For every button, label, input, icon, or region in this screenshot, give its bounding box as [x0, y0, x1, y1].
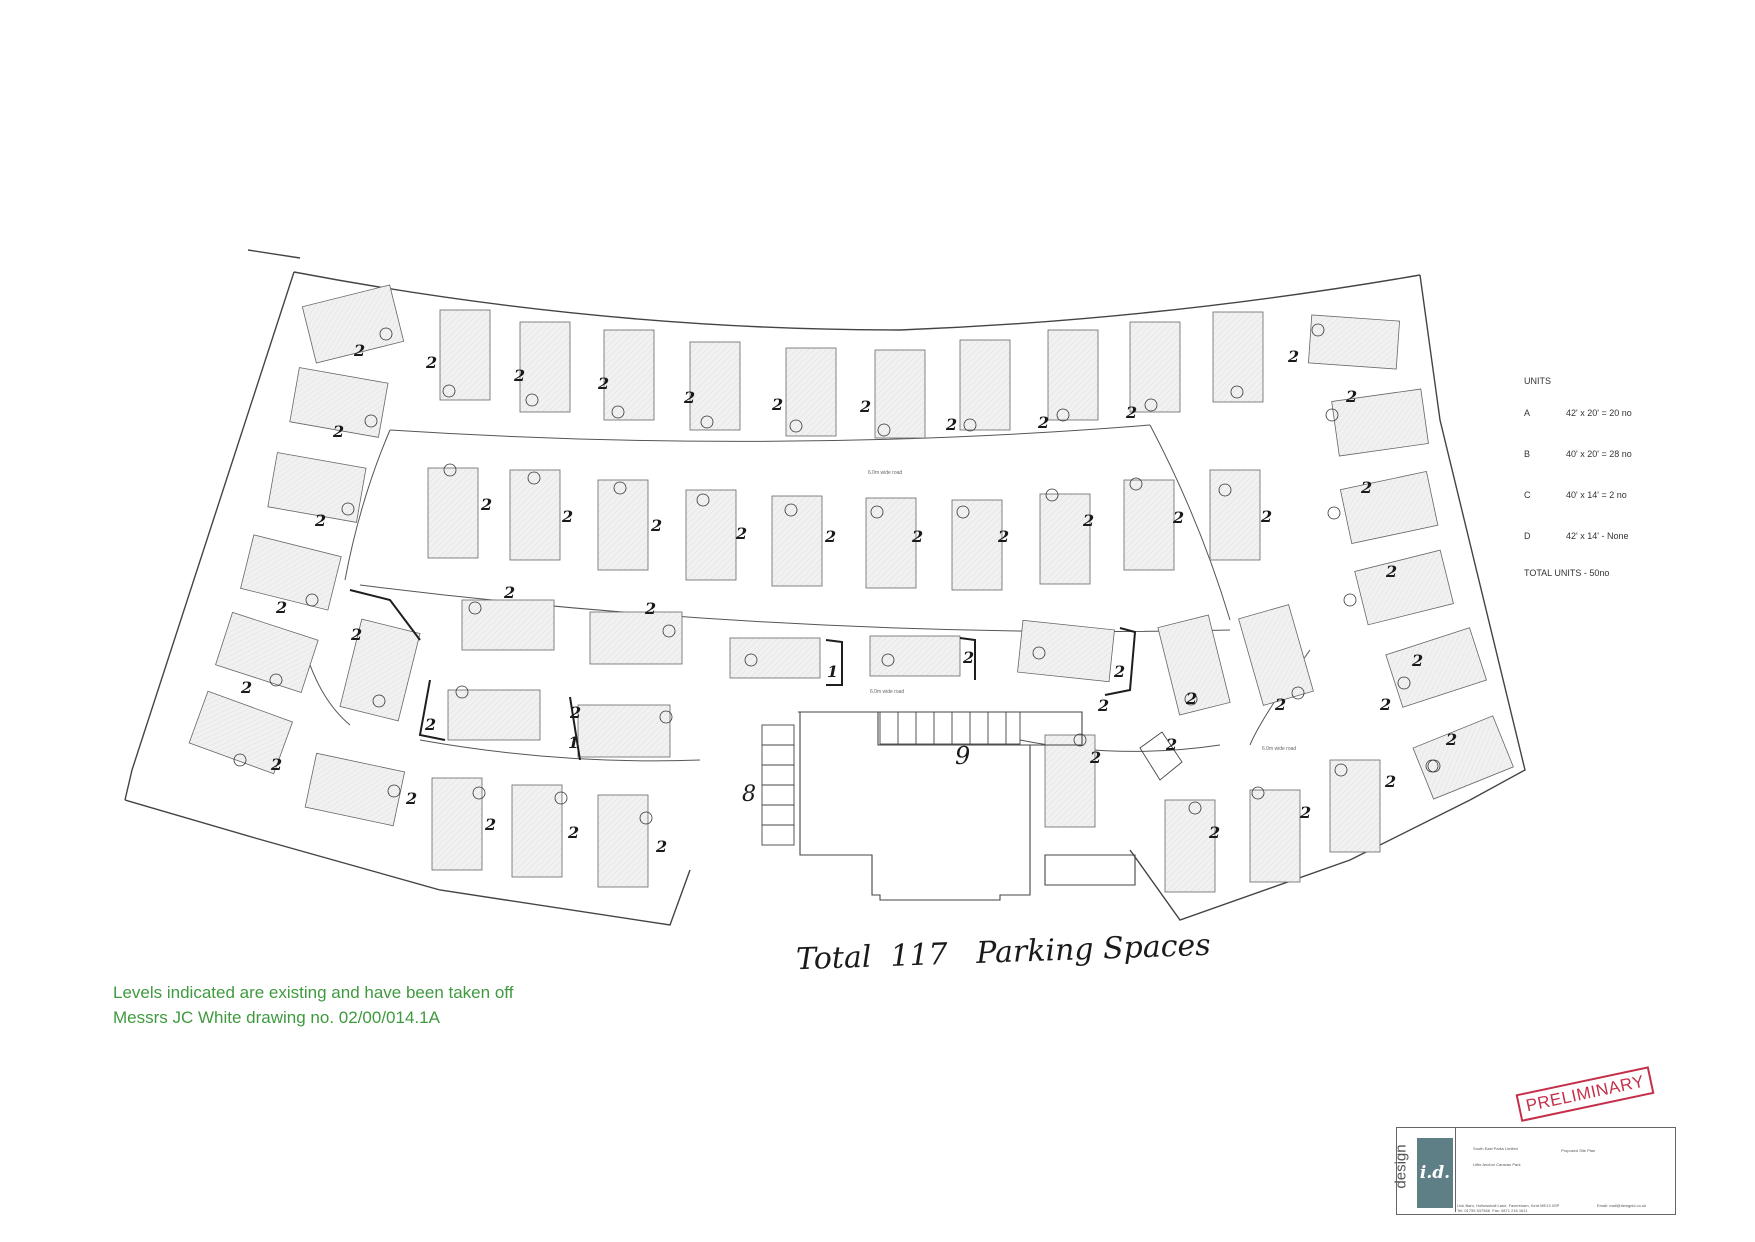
units-legend-total: TOTAL UNITS - 50no [1524, 568, 1610, 578]
units-legend-row: C 40' x 14' = 2 no [1524, 490, 1744, 531]
svg-text:2: 2 [1445, 730, 1457, 749]
unit-key: C [1524, 490, 1531, 500]
svg-text:2: 2 [997, 527, 1009, 546]
svg-text:2: 2 [480, 495, 492, 514]
svg-text:2: 2 [655, 837, 667, 856]
svg-text:2: 2 [1411, 651, 1423, 670]
svg-text:2: 2 [270, 755, 282, 774]
svg-text:1: 1 [568, 733, 579, 752]
levels-note-line1: Levels indicated are existing and have b… [113, 983, 514, 1002]
road-label-2: 6.0m wide road [870, 689, 904, 695]
svg-text:2: 2 [569, 703, 581, 722]
unit-key: A [1524, 408, 1531, 418]
drawing-title: Proposed Site Plan [1561, 1148, 1596, 1153]
svg-text:2: 2 [1165, 735, 1177, 754]
site-boundary [124, 249, 1526, 926]
handwritten-bay-9: 9 [955, 742, 971, 770]
svg-text:2: 2 [484, 815, 496, 834]
svg-text:2: 2 [771, 395, 783, 414]
svg-text:2: 2 [597, 374, 609, 393]
road-label: 6.0m wide road [868, 470, 902, 476]
svg-text:2: 2 [503, 583, 515, 602]
caravan-units [188, 284, 1514, 893]
svg-text:2: 2 [945, 415, 957, 434]
road-label-3: 6.0m wide road [1262, 746, 1296, 752]
client-name: South East Parks Limited [1473, 1146, 1518, 1151]
levels-note-line2: Messrs JC White drawing no. 02/00/014.1A [113, 1008, 440, 1027]
svg-text:2: 2 [1089, 748, 1101, 767]
svg-text:2: 2 [911, 527, 923, 546]
svg-text:2: 2 [1208, 823, 1220, 842]
address-line: Link Barn, Hollowshall Lane, Faversham, … [1457, 1203, 1560, 1208]
svg-text:2: 2 [350, 625, 362, 644]
svg-text:2: 2 [1185, 689, 1197, 708]
svg-text:2: 2 [824, 527, 836, 546]
svg-text:2: 2 [962, 648, 974, 667]
svg-text:2: 2 [332, 422, 344, 441]
logo-word: design [1392, 1144, 1410, 1189]
svg-text:2: 2 [644, 599, 656, 618]
unit-key: B [1524, 449, 1531, 459]
svg-text:2: 2 [353, 341, 365, 360]
title-block: design i.d. South East Parks Limited Lit… [1393, 1127, 1676, 1215]
svg-text:2: 2 [1125, 403, 1137, 422]
unit-value: 40' x 20' = 28 no [1566, 449, 1632, 459]
svg-text:2: 2 [859, 397, 871, 416]
handdrawn-parking-marks [349, 589, 1137, 761]
svg-text:2: 2 [240, 678, 252, 697]
unit-value: 42' x 20' = 20 no [1566, 408, 1632, 418]
svg-text:2: 2 [683, 388, 695, 407]
units-legend-row: B 40' x 20' = 28 no [1524, 449, 1744, 490]
svg-text:2: 2 [1299, 803, 1311, 822]
units-legend-row: D 42' x 14' - None [1524, 531, 1744, 572]
central-building [798, 711, 1136, 901]
svg-text:2: 2 [1172, 508, 1184, 527]
unit-key: D [1524, 531, 1531, 541]
svg-text:2: 2 [424, 715, 436, 734]
units-legend: UNITS A 42' x 20' = 20 no B 40' x 20' = … [1524, 376, 1744, 578]
svg-text:2: 2 [1385, 562, 1397, 581]
svg-text:1: 1 [827, 662, 838, 681]
svg-text:2: 2 [735, 524, 747, 543]
unit-value: 42' x 14' - None [1566, 531, 1629, 541]
svg-text:2: 2 [1097, 696, 1109, 715]
svg-text:2: 2 [1113, 662, 1125, 681]
svg-text:2: 2 [1260, 507, 1272, 526]
unit-value: 40' x 14' = 2 no [1566, 490, 1627, 500]
svg-text:2: 2 [1274, 695, 1286, 714]
svg-text:2: 2 [1287, 347, 1299, 366]
svg-text:2: 2 [1345, 387, 1357, 406]
svg-text:2: 2 [1360, 478, 1372, 497]
site-name: Little Anchor Caravan Park [1473, 1162, 1521, 1167]
svg-text:2: 2 [405, 789, 417, 808]
logo-mark: i.d. [1417, 1138, 1453, 1208]
svg-text:2: 2 [314, 511, 326, 530]
svg-text:2: 2 [1037, 413, 1049, 432]
svg-text:2: 2 [513, 366, 525, 385]
svg-text:2: 2 [1379, 695, 1391, 714]
svg-text:2: 2 [1082, 511, 1094, 530]
svg-text:2: 2 [1384, 772, 1396, 791]
unit-type-markers [233, 323, 1441, 825]
units-legend-row: A 42' x 20' = 20 no [1524, 408, 1744, 449]
handdrawn-space-counts: 2 2 2 2 2 2 2 2 2 2 2 2 2 2 2 2 2 2 2 2 2 2 2 2 2 2 2 2 2 2… [240, 341, 1457, 856]
handwritten-bay-8: 8 [742, 782, 756, 807]
svg-text:2: 2 [561, 507, 573, 526]
svg-text:2: 2 [650, 516, 662, 535]
units-legend-title: UNITS [1524, 376, 1551, 386]
design-id-logo: design i.d. [1393, 1128, 1456, 1212]
parking-bays [761, 711, 1183, 846]
tel-line: Tel: 01795 537566 Fax: 0871 216 1611 [1457, 1208, 1528, 1213]
levels-note: Levels indicated are existing and have b… [113, 980, 513, 1030]
svg-text:2: 2 [567, 823, 579, 842]
email-line: Email: mail@designid.co.uk [1597, 1203, 1647, 1208]
svg-text:2: 2 [275, 598, 287, 617]
svg-text:2: 2 [425, 353, 437, 372]
